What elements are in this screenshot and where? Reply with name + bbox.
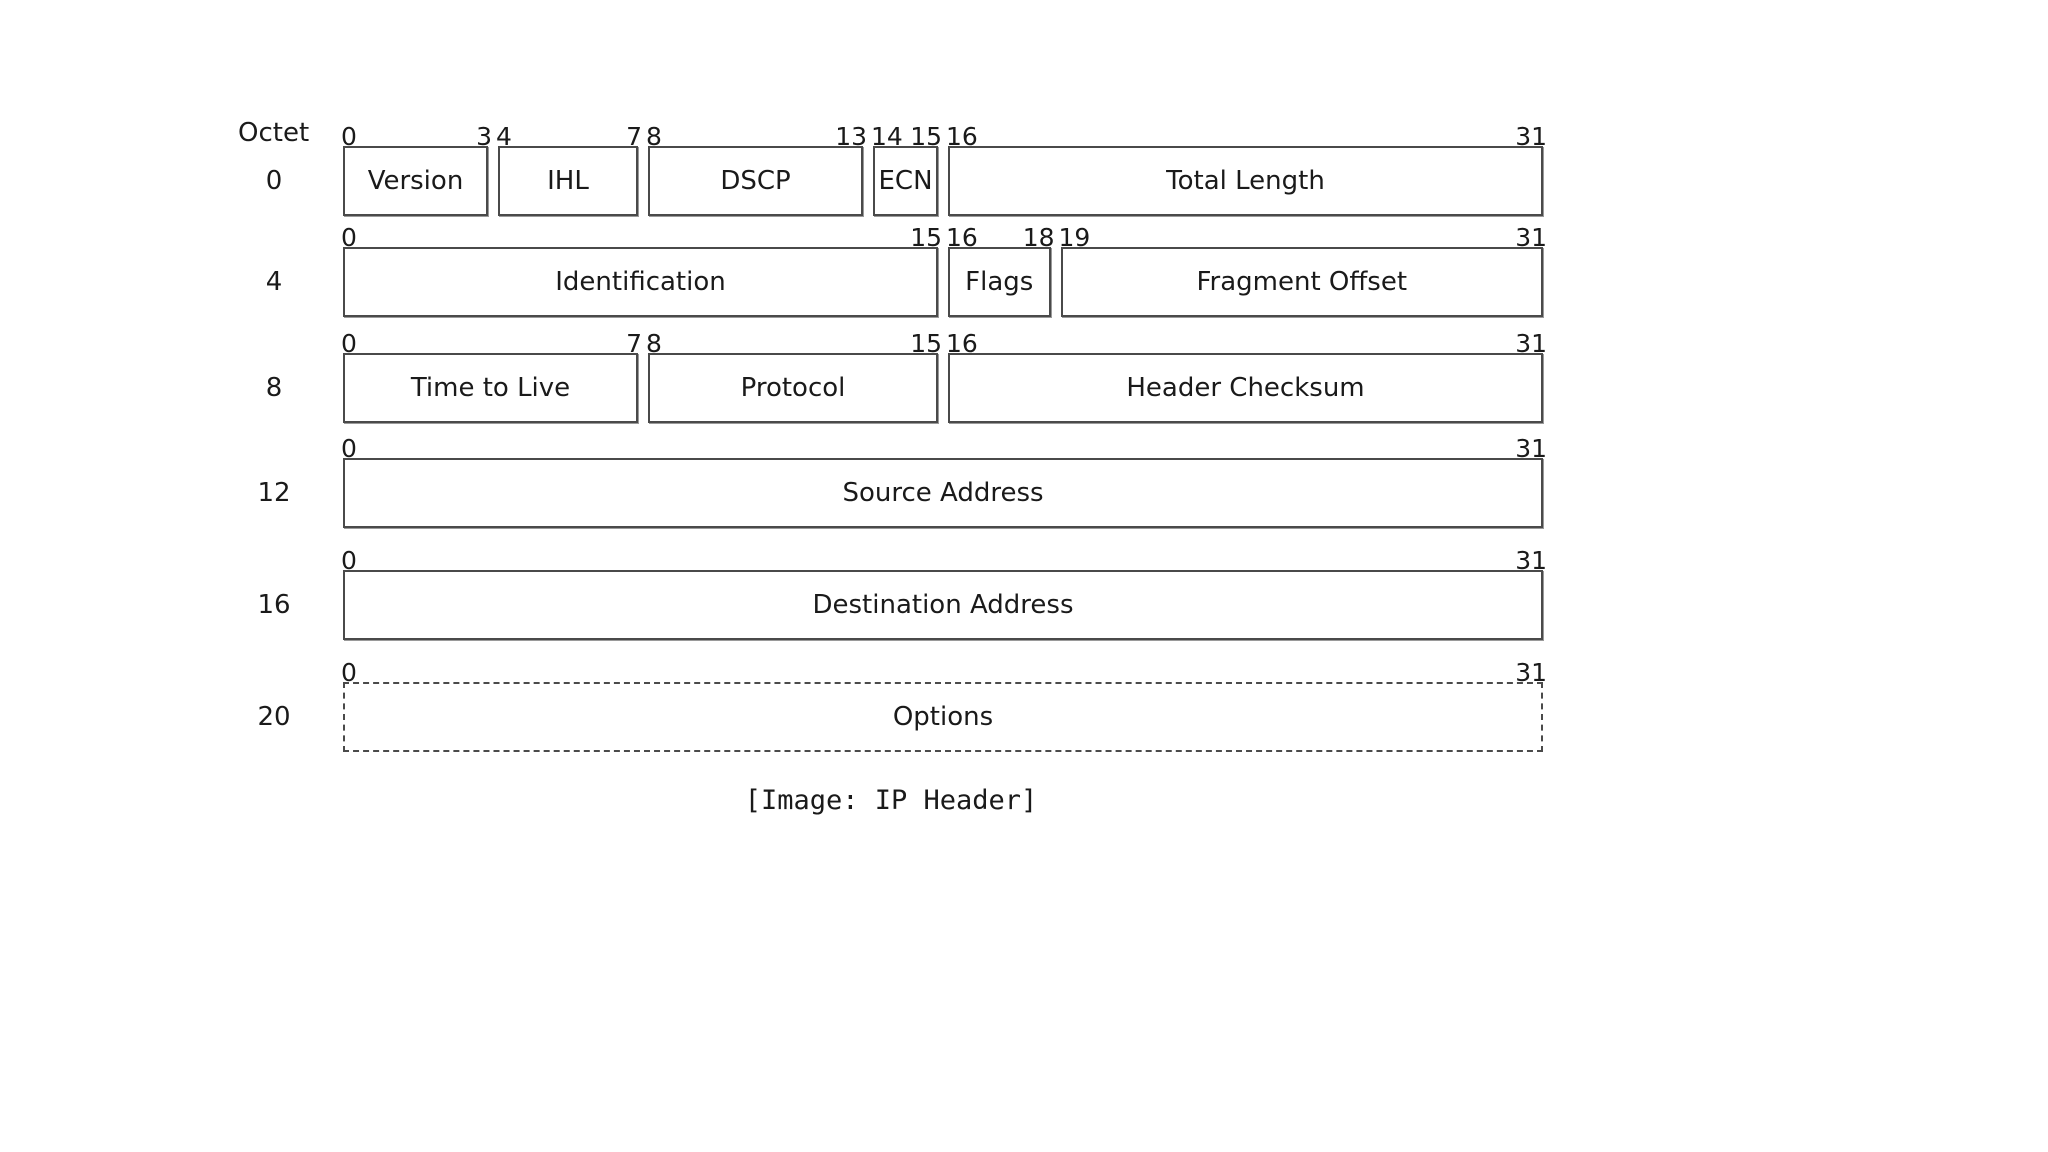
start-bit-label: 0 bbox=[341, 122, 357, 151]
field-box: Total Length bbox=[948, 146, 1543, 216]
start-bit-label: 0 bbox=[341, 434, 357, 463]
field-box: IHL bbox=[498, 146, 638, 216]
octet-offset-label: 8 bbox=[265, 373, 283, 403]
end-bit-label: 15 bbox=[910, 329, 942, 358]
octet-column-header: Octet bbox=[238, 118, 310, 148]
end-bit-label: 31 bbox=[1515, 658, 1547, 687]
octet-offset-label: 12 bbox=[257, 478, 291, 508]
end-bit-label: 31 bbox=[1515, 329, 1547, 358]
field-box: DSCP bbox=[648, 146, 863, 216]
octet-offset-label: 0 bbox=[265, 166, 283, 196]
octet-offset-label: 16 bbox=[257, 590, 291, 620]
field-box: Identification bbox=[343, 247, 938, 317]
field-box: Options bbox=[343, 682, 1543, 752]
start-bit-label: 8 bbox=[646, 329, 662, 358]
start-bit-label: 0 bbox=[341, 658, 357, 687]
start-bit-label: 16 bbox=[946, 223, 978, 252]
field-box: ECN bbox=[873, 146, 938, 216]
end-bit-label: 31 bbox=[1515, 122, 1547, 151]
end-bit-label: 3 bbox=[476, 122, 492, 151]
start-bit-label: 16 bbox=[946, 329, 978, 358]
start-bit-label: 4 bbox=[496, 122, 512, 151]
octet-offset-label: 20 bbox=[257, 702, 291, 732]
end-bit-label: 15 bbox=[910, 122, 942, 151]
start-bit-label: 14 bbox=[871, 122, 903, 151]
start-bit-label: 0 bbox=[341, 546, 357, 575]
end-bit-label: 7 bbox=[626, 122, 642, 151]
end-bit-label: 31 bbox=[1515, 223, 1547, 252]
field-box: Destination Address bbox=[343, 570, 1543, 640]
start-bit-label: 0 bbox=[341, 329, 357, 358]
field-box: Flags bbox=[948, 247, 1051, 317]
field-box: Time to Live bbox=[343, 353, 638, 423]
field-box: Source Address bbox=[343, 458, 1543, 528]
field-box: Header Checksum bbox=[948, 353, 1543, 423]
start-bit-label: 16 bbox=[946, 122, 978, 151]
field-box: Version bbox=[343, 146, 488, 216]
end-bit-label: 18 bbox=[1022, 223, 1055, 252]
start-bit-label: 0 bbox=[341, 223, 357, 252]
octet-offset-label: 4 bbox=[265, 267, 283, 297]
field-box: Protocol bbox=[648, 353, 938, 423]
end-bit-label: 13 bbox=[835, 122, 867, 151]
field-box: Fragment Offset bbox=[1060, 247, 1543, 317]
start-bit-label: 19 bbox=[1058, 223, 1091, 252]
end-bit-label: 7 bbox=[626, 329, 642, 358]
diagram-caption: [Image: IP Header] bbox=[744, 785, 1038, 816]
start-bit-label: 8 bbox=[646, 122, 662, 151]
end-bit-label: 15 bbox=[910, 223, 942, 252]
end-bit-label: 31 bbox=[1515, 434, 1547, 463]
end-bit-label: 31 bbox=[1515, 546, 1547, 575]
